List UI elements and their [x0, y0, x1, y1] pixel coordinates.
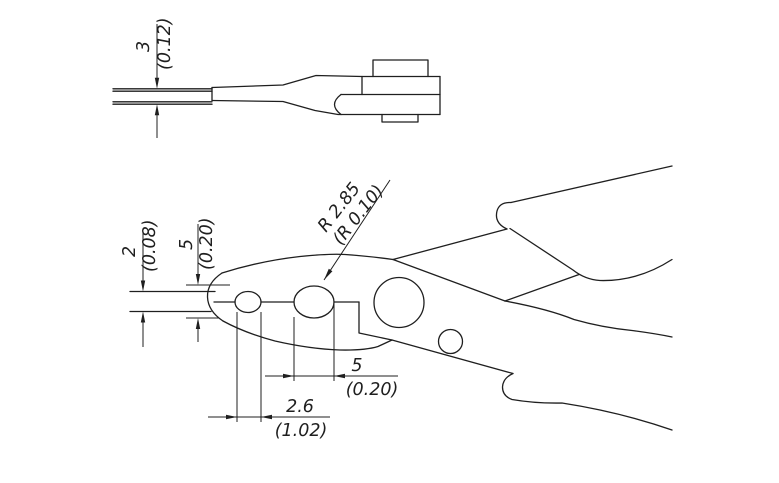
top-view: 3 (0.12) [112, 17, 441, 138]
head-nose-arc [206, 272, 224, 322]
dim2-label-in: (0.08) [140, 219, 160, 272]
dim26-left-arrow [226, 414, 237, 420]
lower-grip-bottom-edge [501, 372, 673, 431]
top-head-bottom-edge [211, 99, 441, 116]
top-joint-upper-boss [372, 59, 429, 78]
upper-neck-lower-edge [392, 228, 508, 261]
upper-grip-tip-arc [495, 201, 512, 230]
dim5h-right-arrow [334, 373, 345, 379]
side-view: 2 (0.08) 5 (0.20) R 2.85 (R 0.10) [120, 165, 673, 441]
lower-neck-bottom-edge [391, 339, 514, 375]
dim26-right-arrow [261, 414, 272, 420]
top-view-outline [112, 59, 441, 123]
spring-hole [437, 328, 464, 355]
dim3-label-in: (0.12) [155, 17, 175, 70]
dimension-hole-offset: 2.6 (1.02) [208, 312, 330, 441]
dim3-upper-arrow [154, 77, 160, 89]
head-top-edge [221, 253, 394, 274]
top-view-dimension-thickness: 3 (0.12) [134, 17, 175, 138]
lower-grip-top-edge [504, 300, 673, 338]
lower-neck-top-edge [392, 258, 506, 302]
top-joint-lower-boss [381, 113, 419, 123]
pivot-hole [373, 276, 425, 329]
head-bottom-edge [222, 320, 393, 351]
radius-leader-arrow [324, 268, 333, 280]
top-joint-arc [333, 93, 342, 116]
dimension-hole-width: 5 (0.20) [265, 303, 398, 400]
side-view-outline [129, 165, 673, 431]
dim5h-label-mm: 5 [351, 356, 362, 376]
upper-grip-top-edge [510, 165, 673, 204]
dim3-label-mm: 3 [134, 41, 154, 52]
dim5v-upper-arrow [195, 274, 201, 285]
radius-leader-line [323, 179, 391, 281]
dim3-lower-arrow [154, 104, 160, 116]
dim5v-label-mm: 5 [177, 239, 197, 250]
jaw-hole-small [234, 290, 262, 314]
jaw-hole-large [293, 285, 335, 319]
dim2-label-mm: 2 [120, 246, 140, 257]
dim2-lower-arrow [140, 311, 146, 323]
handle-gap-inner-edge [504, 273, 580, 302]
dim5v-lower-arrow [195, 318, 201, 329]
dim26-label-mm: 2.6 [286, 397, 314, 417]
dim2-upper-arrow [140, 280, 146, 292]
top-head-top-edge [211, 74, 441, 89]
dimension-tip-gap: 2 (0.08) [120, 219, 160, 347]
dimension-jaw-height: 5 (0.20) [177, 217, 230, 342]
dimension-edge-radius: R 2.85 (R 0.10) [314, 179, 391, 281]
dim5h-left-arrow [283, 373, 294, 379]
head-step [358, 301, 393, 341]
dim5h-label-in: (0.20) [346, 380, 399, 400]
dim26-label-in: (1.02) [275, 421, 328, 441]
dim5v-label-in: (0.20) [197, 217, 217, 270]
upper-grip-bottom-edge [509, 227, 673, 282]
